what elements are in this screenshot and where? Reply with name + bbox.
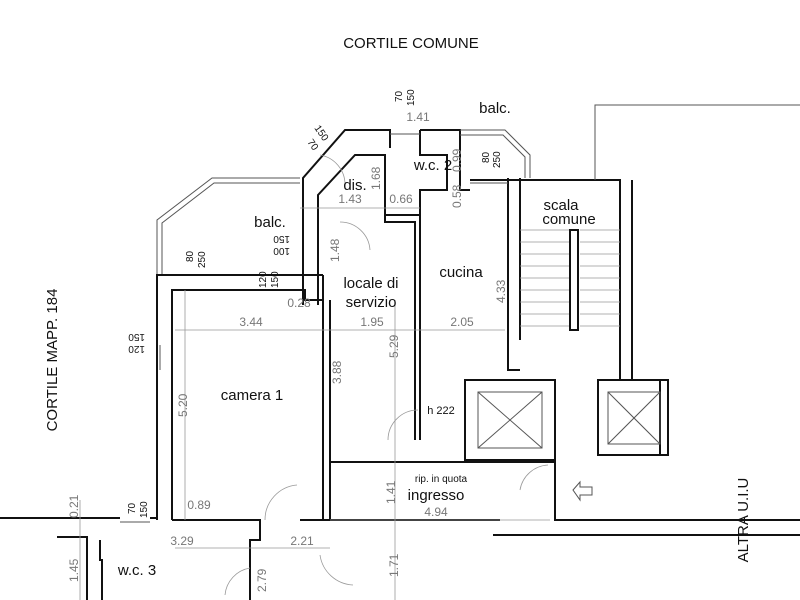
label-cortile-comune: CORTILE COMUNE: [343, 35, 479, 52]
dim: 70: [127, 502, 138, 514]
room-ingresso: ingresso: [408, 487, 465, 504]
room-balc-left: balc.: [254, 214, 286, 231]
dim: 80: [481, 151, 492, 163]
dim: 150: [270, 271, 281, 288]
dim: 4.33: [494, 279, 508, 303]
room-wc3: w.c. 3: [117, 562, 156, 579]
dim: 1.71: [387, 553, 401, 577]
walls: [0, 104, 800, 600]
dim: 120: [128, 343, 145, 354]
dim: 4.94: [424, 505, 448, 519]
label-altra-uiu: ALTRA U.I.U: [735, 478, 752, 563]
room-dis: dis.: [343, 177, 366, 194]
rip-label: rip. in quota: [415, 474, 468, 485]
dim: 0.66: [389, 192, 413, 206]
dim: 1.68: [369, 166, 383, 190]
dim: 5.20: [176, 393, 190, 417]
dim: 150: [139, 501, 150, 518]
dim: 120: [258, 271, 269, 288]
label-cortile-mapp: CORTILE MAPP. 184: [44, 289, 61, 432]
dim: 0.28: [287, 296, 311, 310]
room-balc-top: balc.: [479, 100, 511, 117]
dim: 0.99: [450, 148, 464, 172]
dim: 1.41: [406, 110, 430, 124]
dim: 1.43: [338, 192, 362, 206]
dim: 250: [492, 151, 503, 168]
height-label: h 222: [427, 405, 455, 417]
dim: 1.41: [384, 480, 398, 504]
dim: 250: [197, 251, 208, 268]
room-wc2: w.c. 2: [413, 157, 452, 174]
room-scala-comune: comune: [542, 211, 595, 228]
dim: 1.48: [328, 238, 342, 262]
dim: 3.44: [239, 315, 263, 329]
room-scala: scala: [543, 197, 579, 214]
dim: 70: [305, 137, 321, 153]
dim: 150: [406, 89, 417, 106]
annotations: CORTILE COMUNE CORTILE MAPP. 184 ALTRA U…: [44, 35, 752, 592]
dim: 3.29: [170, 534, 194, 548]
dim: 5.29: [387, 334, 401, 358]
dim: 100: [273, 245, 290, 256]
dim: 0.89: [187, 498, 211, 512]
dim: 1.95: [360, 315, 384, 329]
dim: 1.45: [67, 558, 81, 582]
dim: 80: [185, 250, 196, 262]
dim: 0.21: [67, 494, 81, 518]
room-locale: locale di: [343, 275, 398, 292]
room-cucina: cucina: [439, 264, 483, 281]
dim: 2.05: [450, 315, 474, 329]
dim: 150: [273, 233, 290, 244]
room-camera-1: camera 1: [221, 387, 284, 404]
dim: 2.79: [255, 568, 269, 592]
dim: 70: [394, 90, 405, 102]
dim: 150: [128, 331, 145, 342]
dimension-lines: [79, 207, 550, 600]
dim: 3.88: [330, 360, 344, 384]
room-locale-servizio: servizio: [346, 294, 397, 311]
dim: 0.58: [450, 184, 464, 208]
dim: 2.21: [290, 534, 314, 548]
